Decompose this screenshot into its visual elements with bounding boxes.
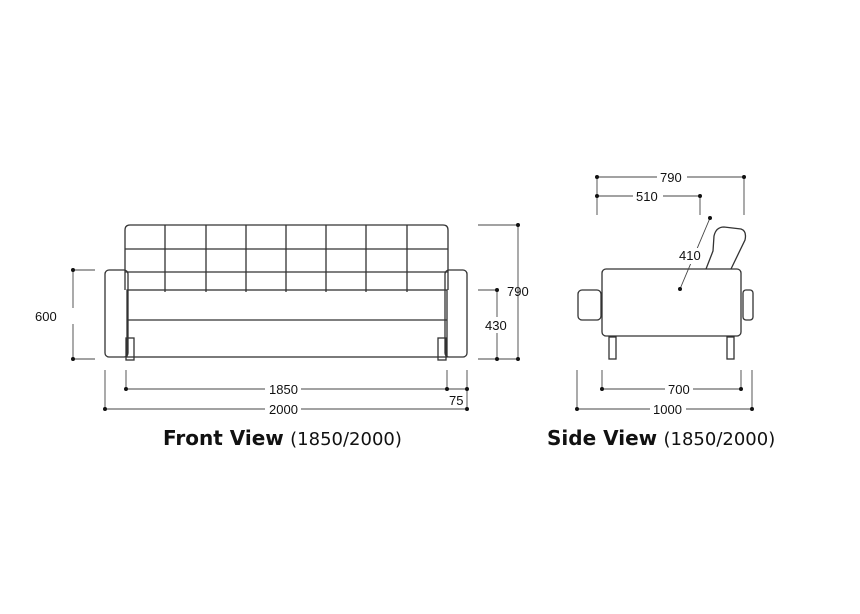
tufting-grid — [125, 225, 448, 292]
side-view-subtitle: (1850/2000) — [663, 429, 776, 450]
side-leg-back — [726, 336, 735, 360]
left-leg — [125, 337, 135, 361]
dim-side-790: 790 — [660, 170, 682, 185]
side-view-caption: Side View (1850/2000) — [547, 426, 775, 450]
side-leg-front — [608, 336, 617, 360]
side-arm-back — [742, 289, 754, 321]
dim-2000: 2000 — [269, 402, 298, 417]
dim-790: 790 — [507, 284, 529, 299]
dim-600: 600 — [35, 309, 57, 324]
right-leg — [437, 337, 447, 361]
dim-side-700: 700 — [668, 382, 690, 397]
front-view-title: Front View — [163, 426, 284, 450]
dim-430: 430 — [485, 318, 507, 333]
seat — [126, 289, 448, 358]
dim-75: 75 — [449, 393, 463, 408]
side-arm-front — [577, 289, 602, 321]
side-view-sofa — [577, 226, 754, 360]
side-dimensions: 790 510 410 700 1000 — [575, 169, 754, 417]
front-view-caption: Front View (1850/2000) — [163, 426, 402, 450]
dim-side-1000: 1000 — [653, 402, 682, 417]
side-backrest — [705, 226, 747, 270]
front-view-sofa — [104, 224, 468, 361]
dim-side-510: 510 — [636, 189, 658, 204]
dim-side-410: 410 — [679, 248, 701, 263]
front-dimensions: 600 790 430 1850 2000 75 — [35, 223, 529, 417]
right-arm — [444, 269, 468, 358]
side-view-title: Side View — [547, 426, 658, 450]
front-view-subtitle: (1850/2000) — [290, 429, 402, 450]
side-body — [601, 268, 742, 337]
left-arm — [104, 269, 129, 358]
dim-1850: 1850 — [269, 382, 298, 397]
